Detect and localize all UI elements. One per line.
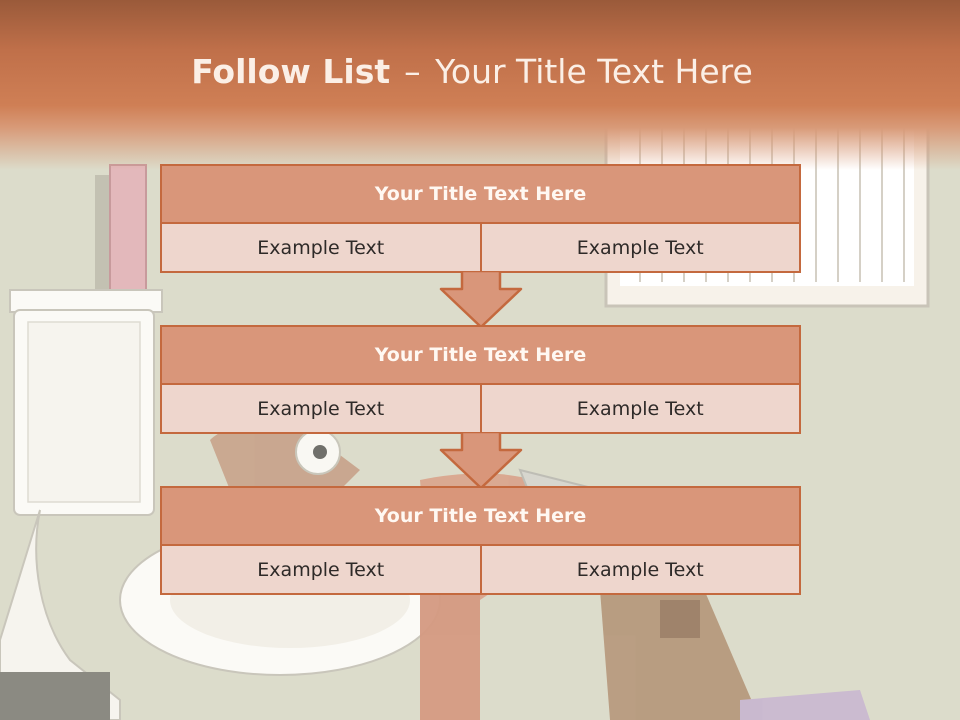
header-band (0, 0, 960, 170)
block-cell-left[interactable]: Example Text (257, 236, 385, 259)
block-title[interactable]: Your Title Text Here (162, 327, 799, 385)
block-cell-left[interactable]: Example Text (257, 397, 385, 420)
list-block-1[interactable]: Your Title Text Here Example Text Exampl… (160, 164, 801, 273)
block-row: Example Text Example Text (162, 546, 799, 593)
block-row: Example Text Example Text (162, 224, 799, 271)
block-title[interactable]: Your Title Text Here (162, 166, 799, 224)
block-cell-left[interactable]: Example Text (257, 558, 385, 581)
list-block-2[interactable]: Your Title Text Here Example Text Exampl… (160, 325, 801, 434)
block-cell-right[interactable]: Example Text (479, 224, 800, 271)
title-dash: – (404, 52, 421, 91)
block-cell-right[interactable]: Example Text (479, 546, 800, 593)
down-arrow-icon (439, 432, 523, 490)
down-arrow-icon (439, 271, 523, 329)
slide-title: Follow List– Your Title Text Here (0, 52, 944, 91)
slide-title-bold: Follow List (191, 52, 391, 91)
block-title[interactable]: Your Title Text Here (162, 488, 799, 546)
list-block-3[interactable]: Your Title Text Here Example Text Exampl… (160, 486, 801, 595)
block-row: Example Text Example Text (162, 385, 799, 432)
slide-title-rest: Your Title Text Here (435, 52, 753, 91)
block-cell-right[interactable]: Example Text (479, 385, 800, 432)
